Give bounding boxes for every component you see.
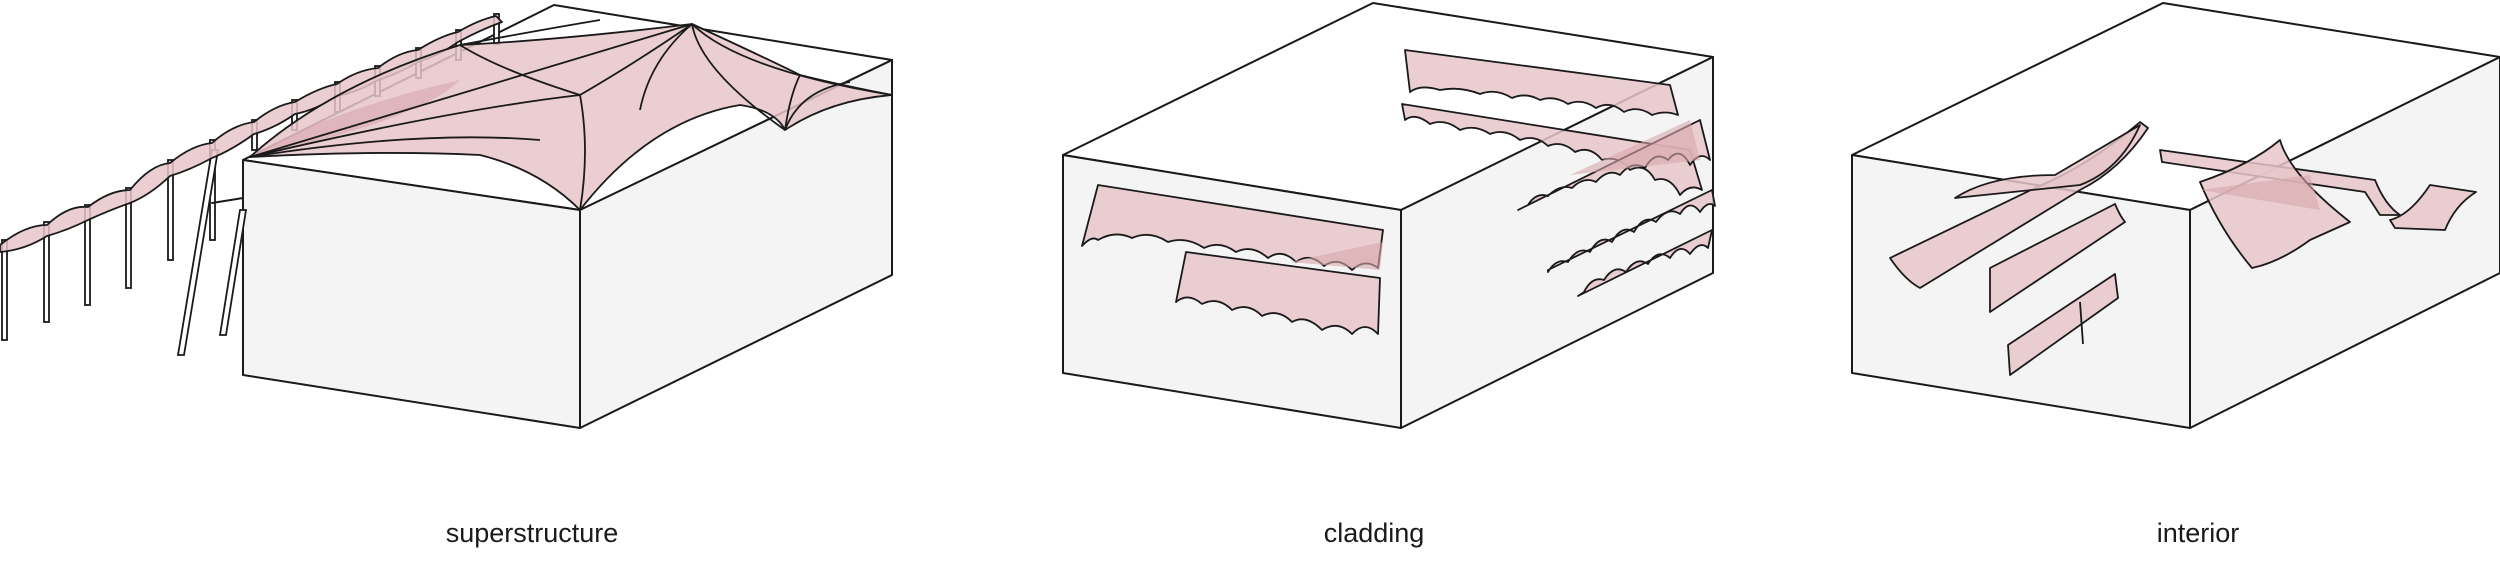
cladding-side-panels	[1401, 49, 1716, 297]
tensile-roof	[249, 19, 893, 211]
superstructure-panel	[0, 4, 893, 429]
interior-panel	[1851, 2, 2500, 429]
caption-superstructure: superstructure	[445, 518, 619, 548]
canopy-strip	[0, 15, 503, 253]
cladding-panel	[1062, 2, 1716, 429]
caption-interior: interior	[2156, 518, 2240, 548]
cladding-front-panels	[1081, 184, 1384, 335]
interior-membranes	[1889, 121, 2477, 376]
caption-cladding: cladding	[1323, 518, 1425, 548]
